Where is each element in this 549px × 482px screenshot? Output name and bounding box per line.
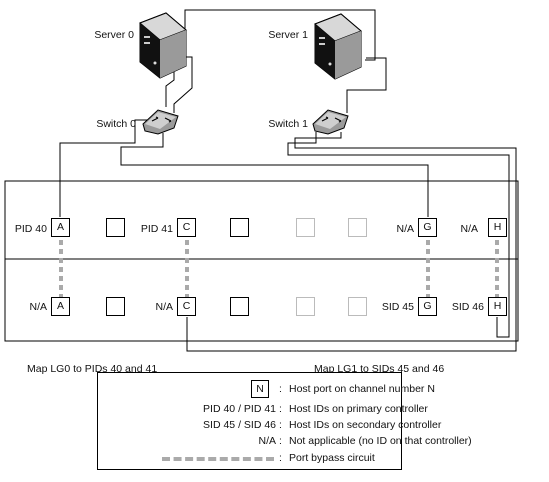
legend-colon: :: [279, 435, 282, 447]
server-1-label: Server 1: [268, 29, 308, 41]
cable-server0-to-switch0: [173, 56, 193, 113]
switch-1-label: Switch 1: [268, 118, 308, 130]
legend-desc: Host IDs on secondary controller: [289, 419, 442, 431]
legend-key: SID 45 / SID 46: [203, 419, 276, 431]
secondary-port-5: [296, 297, 315, 316]
primary-port-a: A: [51, 218, 70, 237]
server-1-icon: [314, 13, 362, 80]
primary-port-g: G: [418, 218, 437, 237]
secondary-port-g: G: [418, 297, 437, 316]
primary-port-2: [106, 218, 125, 237]
server-0-icon: [139, 12, 187, 79]
legend-desc: Host IDs on primary controller: [289, 403, 428, 415]
legend-desc: Port bypass circuit: [289, 452, 375, 464]
secondary-port-h-id: SID 46: [451, 301, 484, 313]
secondary-port-2: [106, 297, 125, 316]
cable-server0-to-switch1: [184, 9, 376, 61]
cable-switch0-to-port-a: [59, 119, 147, 217]
cable-switch1-to-port-h: [287, 132, 510, 338]
legend-desc: Host port on channel number N: [289, 383, 435, 395]
primary-port-h: H: [488, 218, 507, 237]
legend-key: N/A: [258, 435, 276, 447]
switch-1-icon: [312, 109, 349, 135]
primary-port-a-id: PID 40: [14, 223, 47, 235]
secondary-port-c-id: N/A: [155, 301, 173, 313]
legend-desc: Not applicable (no ID on that controller…: [289, 435, 472, 447]
secondary-port-a-id: N/A: [29, 301, 47, 313]
legend-port-symbol: N: [251, 380, 269, 398]
cable-server1-to-switch1: [346, 57, 387, 113]
primary-port-c-id: PID 41: [140, 223, 173, 235]
legend-colon: :: [279, 452, 282, 464]
cable-switch0-to-port-g: [120, 133, 429, 217]
primary-port-5: [296, 218, 315, 237]
legend-colon: :: [279, 419, 282, 431]
server-0-label: Server 0: [94, 29, 134, 41]
secondary-port-c: C: [177, 297, 196, 316]
legend: N : Host port on channel number N PID 40…: [97, 372, 472, 470]
legend-key: PID 40 / PID 41: [203, 403, 276, 415]
primary-port-4: [230, 218, 249, 237]
legend-bypass-line: [162, 457, 274, 461]
cable-switch1-to-port-c: [186, 132, 517, 352]
primary-port-6: [348, 218, 367, 237]
secondary-port-a: A: [51, 297, 70, 316]
secondary-port-4: [230, 297, 249, 316]
controller-enclosure: [4, 180, 519, 342]
switch-0-icon: [142, 109, 179, 135]
primary-port-c: C: [177, 218, 196, 237]
legend-colon: :: [279, 383, 282, 395]
primary-port-g-id: N/A: [396, 223, 414, 235]
primary-port-h-id: N/A: [460, 223, 478, 235]
secondary-port-h: H: [488, 297, 507, 316]
secondary-port-g-id: SID 45: [381, 301, 414, 313]
secondary-port-6: [348, 297, 367, 316]
switch-0-label: Switch 0: [96, 118, 136, 130]
legend-colon: :: [279, 403, 282, 415]
